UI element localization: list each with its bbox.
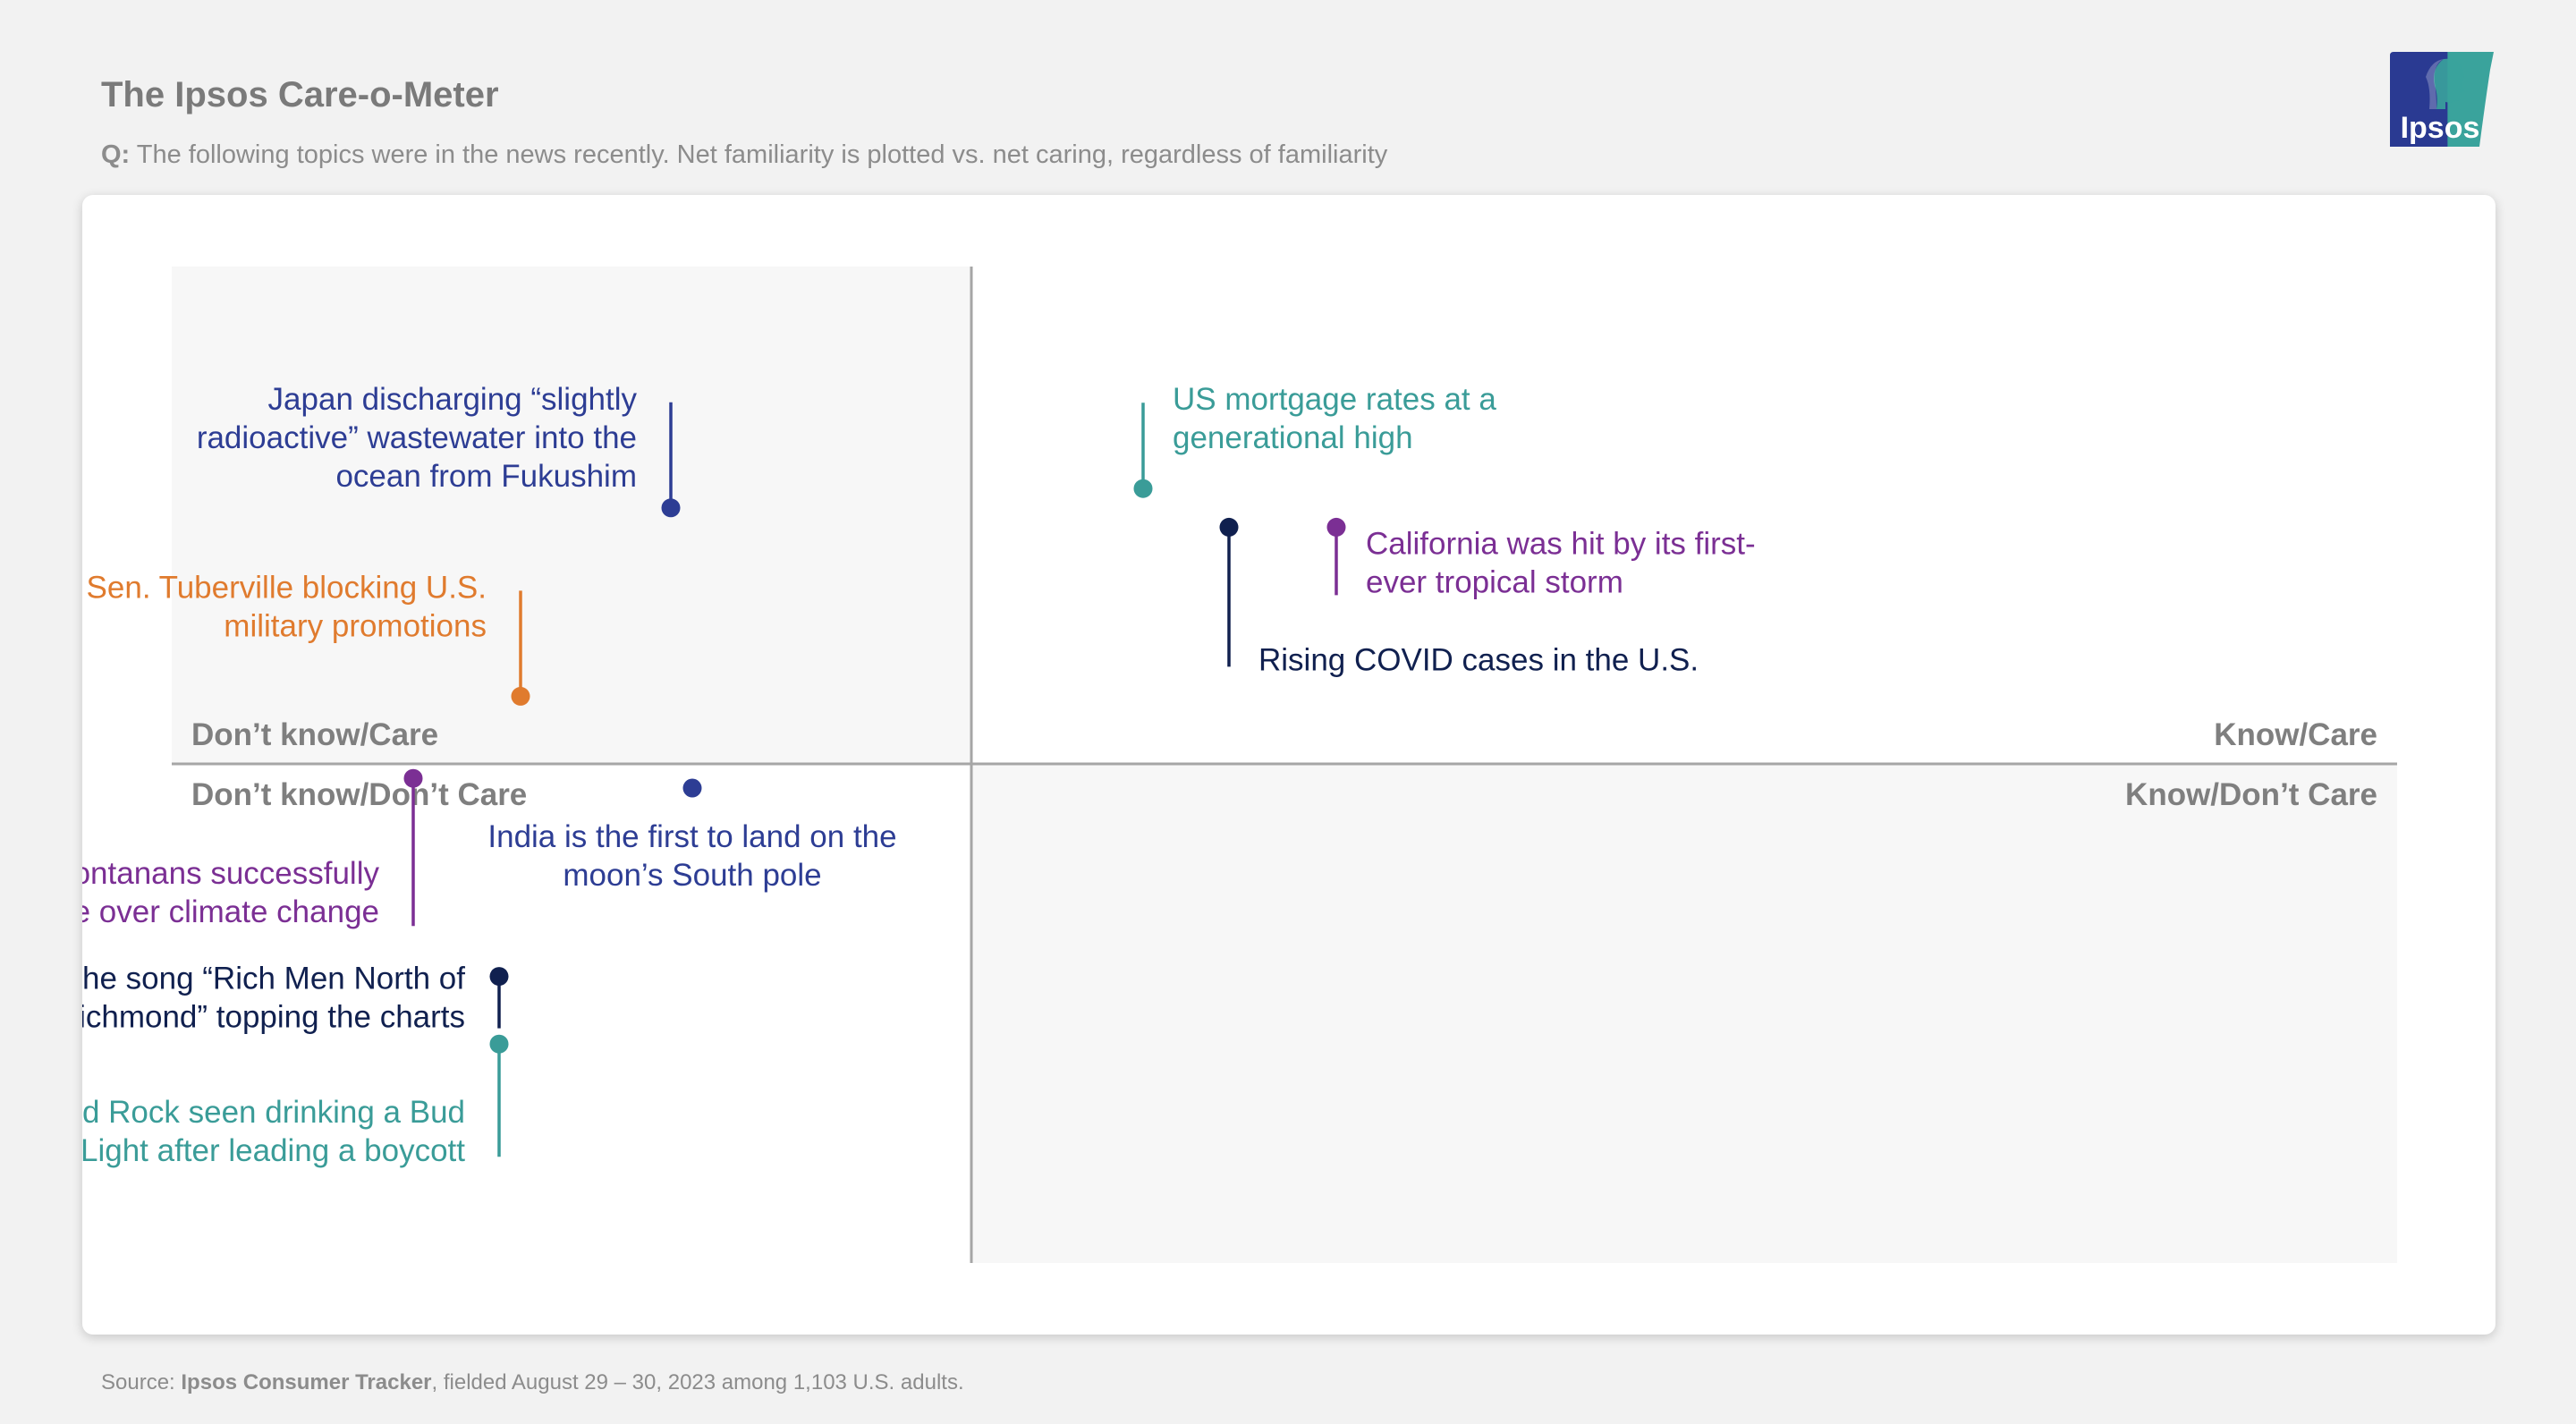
point-label-line: Young Montanans successfully xyxy=(82,856,379,891)
quadrant-label-dont-know-care: Don’t know/Care xyxy=(191,717,438,752)
point-label-line: ocean from Fukushim xyxy=(335,459,637,494)
point-marker xyxy=(1326,517,1346,537)
point-label-line: California was hit by its first- xyxy=(1366,526,1756,561)
quadrant-label-know-care: Know/Care xyxy=(2214,717,2377,752)
point-marker xyxy=(511,686,530,706)
quadrant-label-dont-know-dont-care: Don’t know/Don’t Care xyxy=(191,777,527,812)
data-point: India is the first to land on the moon’s … xyxy=(487,778,897,893)
point-marker xyxy=(1219,517,1239,537)
ipsos-head-logo-icon: Ipsos xyxy=(2390,52,2494,147)
point-label-line: India is the first to land on the xyxy=(487,819,896,854)
point-label-line: radioactive” wastewater into the xyxy=(197,420,637,455)
question-text: Q: The following topics were in the news… xyxy=(101,140,1387,170)
point-label-line: Japan discharging “slightly xyxy=(268,382,638,417)
source-details: , fielded August 29 – 30, 2023 among 1,1… xyxy=(431,1370,964,1394)
logo-text: Ipsos xyxy=(2401,111,2480,145)
source-note: Source: Ipsos Consumer Tracker, fielded … xyxy=(101,1370,964,1395)
point-marker xyxy=(682,778,702,798)
point-label-line: Rising COVID cases in the U.S. xyxy=(1258,642,1699,677)
data-point: Sen. Tuberville blocking U.S.military pr… xyxy=(87,570,530,706)
data-point: Young Montanans successfullysued the sta… xyxy=(82,768,423,929)
data-point: California was hit by its first-ever tro… xyxy=(1326,517,1756,599)
point-label: Rising COVID cases in the U.S. xyxy=(1258,642,1699,677)
point-label-line: Light after leading a boycott xyxy=(82,1133,465,1168)
point-label-line: US mortgage rates at a xyxy=(1173,382,1496,417)
data-point: The song “Rich Men North of Richmond” top… xyxy=(82,962,509,1035)
point-label-line: military promotions xyxy=(224,608,487,643)
quadrant-label-know-dont-care: Know/Don’t Care xyxy=(2125,777,2377,812)
page-title: The Ipsos Care-o-Meter xyxy=(101,75,499,114)
point-marker xyxy=(489,1034,509,1054)
quadrant-dont-know-care xyxy=(172,267,971,764)
point-label: California was hit by its first-ever tro… xyxy=(1366,526,1756,599)
point-label: India is the first to land on the moon’s … xyxy=(487,819,896,893)
point-label-line: sued the state over climate change xyxy=(82,894,379,929)
point-label: Young Montanans successfullysued the sta… xyxy=(82,856,379,929)
source-name: Ipsos Consumer Tracker xyxy=(181,1370,432,1394)
source-prefix: Source: xyxy=(101,1370,182,1394)
point-label-line: generational high xyxy=(1173,420,1413,455)
quadrant-backgrounds xyxy=(172,267,2397,1263)
quadrant-know-dont-care xyxy=(971,764,2397,1263)
point-label-line: moon’s South pole xyxy=(563,858,821,893)
point-label-line: ever tropical storm xyxy=(1366,564,1623,599)
point-label: The song “Rich Men North of Richmond” top… xyxy=(82,962,465,1035)
quadrant-axes xyxy=(172,267,2397,1263)
point-label-line: Sen. Tuberville blocking U.S. xyxy=(87,570,487,605)
point-label-line: Kid Rock seen drinking a Bud xyxy=(82,1095,465,1130)
ipsos-logo: Ipsos xyxy=(2390,52,2494,147)
point-marker xyxy=(661,498,681,518)
point-label: Sen. Tuberville blocking U.S.military pr… xyxy=(87,570,487,643)
point-marker xyxy=(1133,479,1153,498)
question-prefix: Q: xyxy=(101,140,131,169)
data-point: Rising COVID cases in the U.S. xyxy=(1219,517,1699,677)
point-marker xyxy=(403,768,423,788)
question-body: The following topics were in the news re… xyxy=(136,140,1388,169)
point-label-line: The song “Rich Men North of xyxy=(82,962,465,996)
point-label-line: Richmond” topping the charts xyxy=(82,1000,465,1035)
point-marker xyxy=(489,967,509,987)
